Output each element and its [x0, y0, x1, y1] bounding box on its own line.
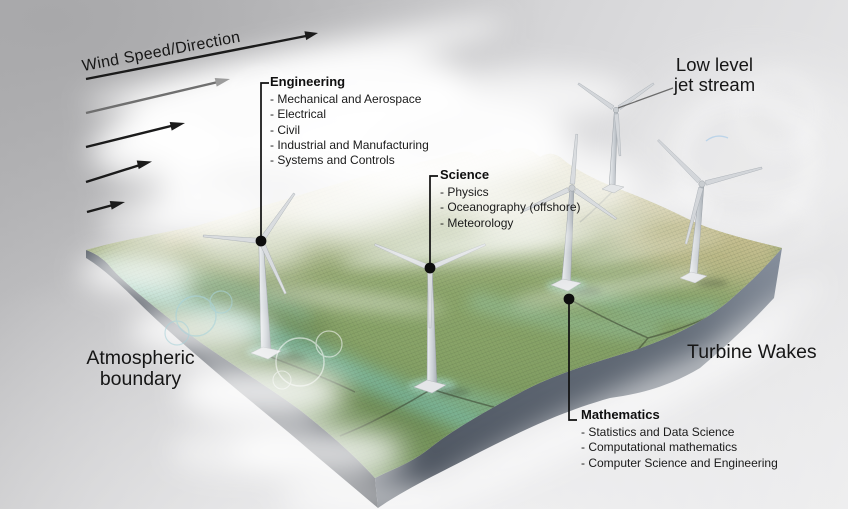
engineering-item: - Electrical	[270, 107, 327, 122]
mathematics-item: - Computer Science and Engineering	[581, 455, 778, 470]
jet-label-line2: jet stream	[673, 73, 756, 95]
cloud-wisps	[255, 229, 729, 314]
boundary-layer-cloud	[83, 19, 710, 274]
mathematics-title: Mathematics	[581, 407, 660, 422]
low-level-jet-stream-label: Low level jet stream	[662, 55, 767, 94]
engineering-callout: Engineering - Mechanical and Aerospace -…	[270, 74, 429, 168]
wind-profile-arrows	[85, 31, 318, 214]
science-leader-line	[429, 175, 438, 268]
engineering-leader-line	[260, 82, 269, 241]
foreground-fog	[80, 250, 823, 509]
science-callout: Science - Physics - Oceanography (offsho…	[440, 167, 581, 231]
science-item: - Oceanography (offshore)	[440, 200, 581, 215]
mathematics-callout: Mathematics - Statistics and Data Scienc…	[581, 407, 778, 471]
atmos-label-line2: boundary	[99, 368, 182, 390]
atmos-label-line1: Atmospheric	[86, 347, 195, 369]
wind-arrow-3	[85, 124, 174, 149]
science-item: - Physics	[440, 185, 489, 199]
engineering-title: Engineering	[270, 74, 346, 89]
mathematics-anchor-dot	[563, 293, 575, 305]
turbine-back-right	[657, 139, 763, 287]
mathematics-leader-line	[568, 299, 577, 421]
vortex-swirls	[164, 67, 343, 390]
mathematics-item: - Computational mathematics	[581, 440, 738, 455]
callout-leaders	[255, 82, 674, 421]
jet-stream-leader-line	[617, 87, 674, 109]
engineering-anchor-dot	[255, 235, 267, 247]
engineering-item: - Civil	[270, 122, 300, 137]
engineering-item: - Industrial and Manufacturing	[270, 137, 429, 152]
jet-label-line1: Low level	[675, 54, 754, 75]
engineering-item: - Mechanical and Aerospace	[270, 92, 422, 106]
mathematics-item: - Statistics and Data Science	[581, 425, 735, 439]
turbine-wakes-label: Turbine Wakes	[687, 341, 817, 363]
terrain-front-right-face	[375, 248, 782, 508]
wind-arrow-5	[86, 203, 114, 214]
science-anchor-dot	[424, 262, 436, 274]
wind-arrow-1	[85, 34, 307, 81]
wind-arrow-2	[85, 80, 219, 115]
science-title: Science	[440, 167, 490, 182]
science-item: - Meteorology	[440, 215, 514, 230]
wind-arrow-4	[85, 163, 141, 184]
turbine-back-left	[577, 82, 655, 194]
atmospheric-boundary-label: Atmospheric boundary	[68, 348, 213, 390]
engineering-item: - Systems and Controls	[270, 153, 395, 168]
